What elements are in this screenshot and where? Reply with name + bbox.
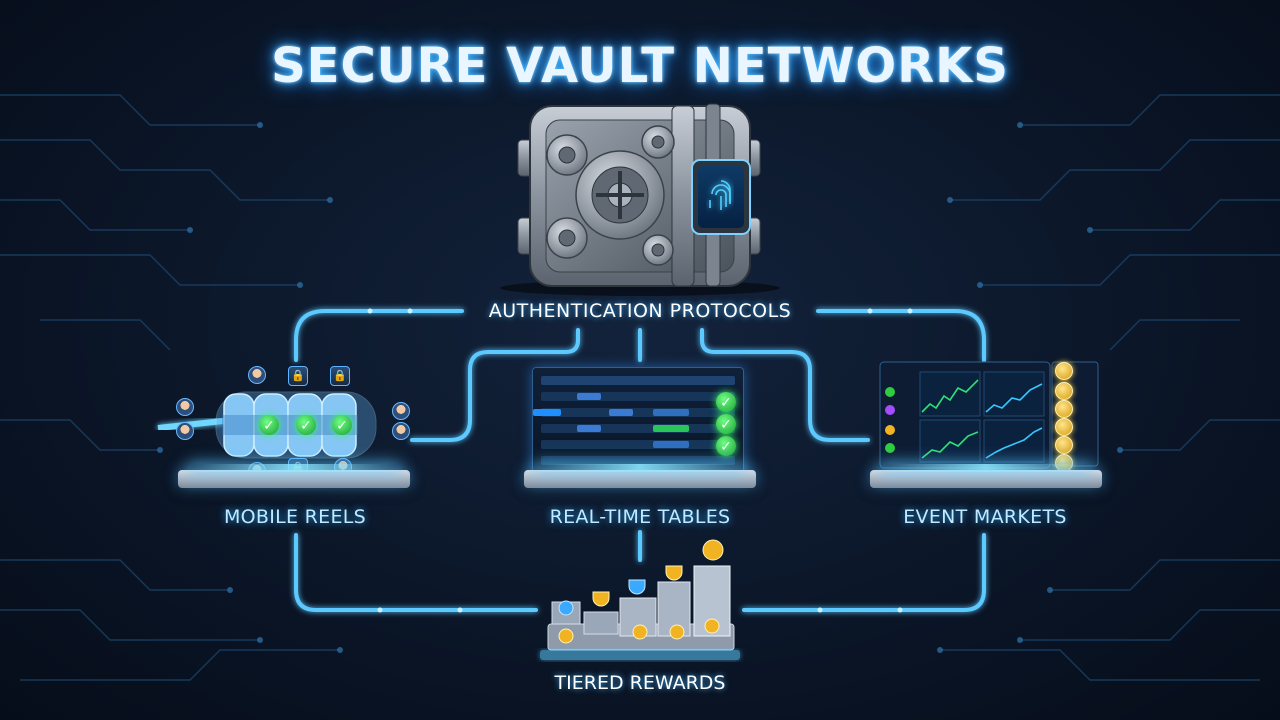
real-time-tables-label: REAL-TIME TABLES	[549, 506, 731, 528]
connector-lines	[294, 309, 986, 612]
market-charts-icon	[879, 361, 1099, 469]
check-icon: ✓	[259, 415, 279, 435]
circuit-nodes	[157, 122, 1123, 653]
check-icon: ✓	[716, 414, 736, 434]
page-title: SECURE VAULT NETWORKS	[271, 38, 1009, 94]
coin-icon	[1055, 382, 1073, 400]
user-avatar-icon	[176, 422, 194, 440]
table-dashboard-icon	[532, 367, 744, 473]
connector-dots	[367, 308, 913, 613]
check-icon: ✓	[716, 392, 736, 412]
tiered-rewards-label: TIERED REWARDS	[554, 672, 726, 694]
user-avatar-icon	[392, 402, 410, 420]
hub-label: AUTHENTICATION PROTOCOLS	[488, 300, 792, 322]
coin-icon	[1055, 436, 1073, 454]
lock-icon: 🔒	[330, 366, 350, 386]
mobile-reels-label: MOBILE REELS	[223, 506, 367, 528]
event-markets-label: EVENT MARKETS	[903, 506, 1067, 528]
check-icon: ✓	[296, 415, 316, 435]
user-avatar-icon	[392, 422, 410, 440]
circuit-traces	[0, 94, 1280, 681]
real-time-tables-platform	[524, 464, 756, 488]
lock-icon: 🔒	[288, 366, 308, 386]
vault-fingerprint-icon	[500, 103, 780, 296]
coin-icon	[1055, 400, 1073, 418]
user-avatar-icon	[248, 366, 266, 384]
coin-icon	[1055, 362, 1073, 380]
event-markets-platform	[870, 464, 1102, 488]
mobile-reels-platform	[178, 464, 410, 488]
coin-icon	[1055, 418, 1073, 436]
check-icon: ✓	[332, 415, 352, 435]
check-icon: ✓	[716, 436, 736, 456]
user-avatar-icon	[176, 398, 194, 416]
reward-podium-icon	[540, 539, 740, 660]
